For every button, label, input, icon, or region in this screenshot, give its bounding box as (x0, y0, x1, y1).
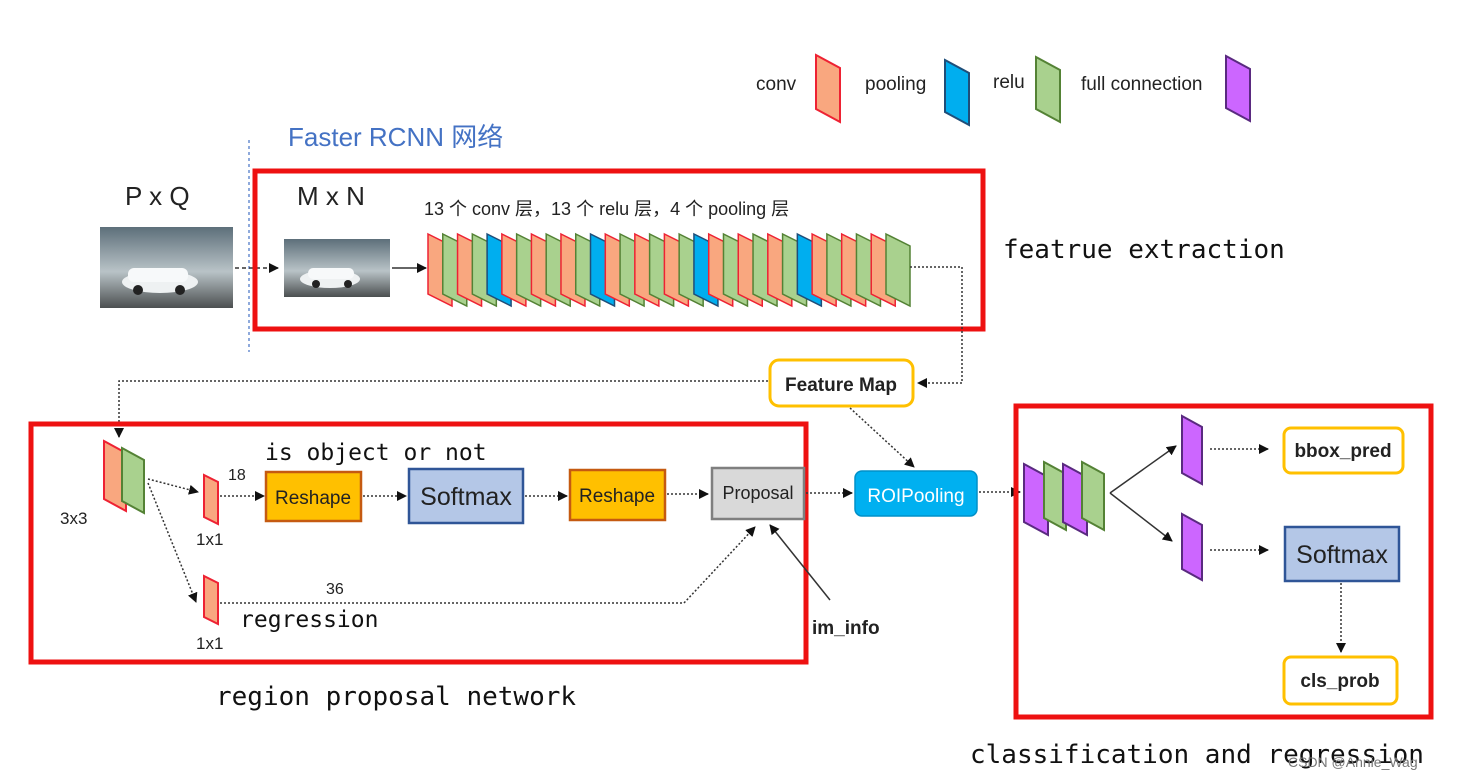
bbox-fc-layer (1181, 414, 1203, 486)
reshape1-label: Reshape (275, 488, 351, 509)
legend: conv pooling relu full connection (756, 53, 1251, 127)
rpn-conv1x1-top-label: 1x1 (196, 530, 223, 549)
regression-label: regression (240, 607, 378, 633)
arrow-rpn-to-cls-conv (147, 478, 199, 495)
cls-relu-layer-1 (1043, 460, 1067, 532)
cls-fc-layer (1181, 512, 1203, 582)
rpn-label: region proposal network (216, 682, 576, 712)
arrow-featuremap-to-rpn (114, 380, 768, 438)
image-pq-label: P x Q (125, 181, 190, 211)
reshape2-box (568, 468, 667, 522)
arrow-fc-to-cls-branch (1109, 492, 1173, 542)
is-object-label: is object or not (265, 440, 487, 466)
feature-map-label: Feature Map (785, 375, 897, 396)
input-image-pq (100, 227, 233, 308)
classification-box (1013, 403, 1434, 720)
feature-extraction-label: featrue extraction (1003, 235, 1285, 265)
legend-fc-label: full connection (1081, 74, 1202, 95)
rpn-channels-top: 18 (228, 467, 246, 484)
legend-conv-label: conv (756, 74, 797, 95)
watermark: CSDN @Annie_Wag (1288, 754, 1418, 770)
roipooling-box (854, 470, 978, 517)
legend-fc-swatch (1225, 54, 1251, 123)
rpn-reg-conv1x1 (203, 574, 219, 626)
cls-prob-label: cls_prob (1300, 671, 1379, 692)
input-image-mn (284, 239, 390, 297)
backbone-relu-layer (885, 232, 911, 308)
rpn-conv1x1-bottom-label: 1x1 (196, 634, 223, 653)
bbox-pred-label: bbox_pred (1294, 441, 1391, 462)
im-info-label: im_info (812, 618, 880, 639)
roipooling-label: ROIPooling (867, 486, 964, 507)
proposal-box (710, 466, 806, 521)
backbone-layers (427, 232, 911, 308)
rpn-conv3x3-layer (103, 439, 127, 513)
rpn-cls-conv1x1 (203, 473, 219, 526)
legend-pooling-swatch (944, 58, 970, 127)
reshape1-box (264, 470, 363, 523)
arrow-iminfo-to-proposal (769, 524, 831, 601)
arrow-rpn-to-reg-conv (147, 482, 198, 603)
cls-prob-box (1282, 655, 1399, 706)
cls-softmax-box (1283, 525, 1401, 583)
rpn-box (28, 421, 809, 665)
legend-conv-swatch (815, 53, 841, 124)
image-mn-label: M x N (297, 181, 365, 211)
feature-extraction-box (252, 168, 986, 332)
cls-softmax-label: Softmax (1296, 541, 1388, 569)
reshape2-label: Reshape (579, 486, 655, 507)
rpn-softmax-box (407, 467, 525, 525)
rpn-softmax-label: Softmax (420, 483, 512, 511)
arrow-featuremap-to-roipooling (849, 407, 915, 468)
bbox-pred-box (1282, 426, 1405, 475)
backbone-caption: 13 个 conv 层，13 个 relu 层，4 个 pooling 层 (424, 199, 789, 219)
arrow-backbone-to-featuremap (910, 266, 963, 388)
legend-relu-swatch (1035, 55, 1061, 124)
arrow-fc-to-bbox-branch (1109, 445, 1177, 494)
classification-label: classification and regression (970, 740, 1424, 770)
feature-map-box (768, 358, 915, 408)
rpn-conv3x3-label: 3x3 (60, 509, 87, 528)
rpn-relu-layer (121, 446, 145, 515)
legend-pooling-label: pooling (865, 74, 926, 95)
cls-relu-layer-2 (1081, 460, 1105, 532)
proposal-label: Proposal (722, 483, 793, 503)
rpn-channels-bottom: 36 (326, 581, 344, 598)
cls-fc-layer-1 (1023, 462, 1049, 537)
legend-relu-label: relu (993, 72, 1025, 93)
arrow-regression-to-proposal (220, 526, 756, 604)
page-title: Faster RCNN 网络 (288, 122, 503, 152)
